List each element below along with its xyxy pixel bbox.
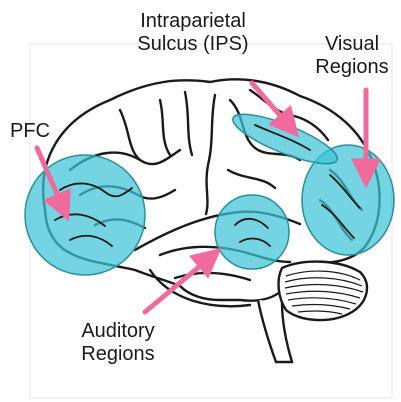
- pfc-label: PFC: [10, 120, 66, 143]
- pfc-label-line-1: PFC: [10, 120, 66, 143]
- ips-label-line-1: Intraparietal: [108, 10, 278, 33]
- visual-regions-label: Visual Regions: [292, 33, 401, 79]
- visual-label-line-1: Visual: [292, 33, 401, 56]
- ips-label-line-2: Sulcus (IPS): [108, 33, 278, 56]
- auditory-label-line-2: Regions: [58, 343, 178, 366]
- visual-label-line-2: Regions: [292, 56, 401, 79]
- auditory-regions-label: Auditory Regions: [58, 320, 178, 366]
- cerebellum: [279, 262, 367, 320]
- ips-label: Intraparietal Sulcus (IPS): [108, 10, 278, 56]
- auditory-label-line-1: Auditory: [58, 320, 178, 343]
- auditory-region: [215, 195, 289, 269]
